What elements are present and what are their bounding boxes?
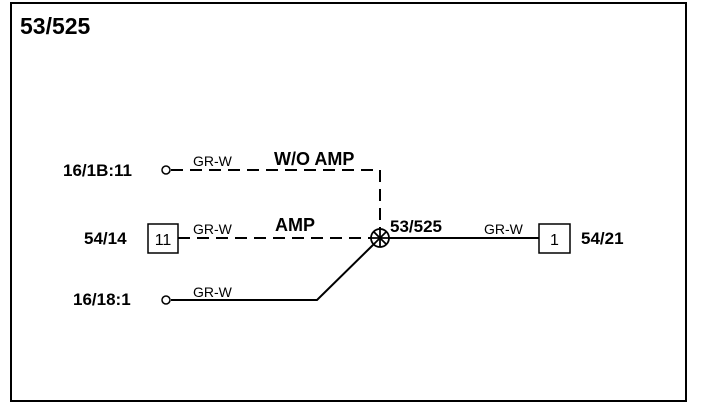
splice-label: 53/525 xyxy=(390,217,442,236)
wire-color-label-middle: GR-W xyxy=(193,221,233,237)
connector-54-21-pin: 1 xyxy=(550,232,559,249)
connector-54-14-pin: 11 xyxy=(155,232,172,249)
splice-icon xyxy=(370,228,390,248)
connector-16-18-1-label: 16/18:1 xyxy=(73,290,131,309)
wire-16-18-1 xyxy=(171,242,376,301)
diagram-title: 53/525 xyxy=(20,13,91,39)
wire-color-label-top: GR-W xyxy=(193,153,233,169)
terminal-16-1b-11 xyxy=(161,165,171,175)
wire-color-label-bottom: GR-W xyxy=(193,284,233,300)
connector-54-21-pin-box xyxy=(538,223,571,254)
terminal-16-18-1 xyxy=(161,295,171,305)
wo-amp-label: W/O AMP xyxy=(274,149,354,169)
diagram-frame xyxy=(10,2,687,402)
connector-16-1b-11-label: 16/1B:11 xyxy=(63,161,132,180)
connector-54-21-label: 54/21 xyxy=(581,229,624,248)
amp-label: AMP xyxy=(275,215,315,235)
wire-wo-amp xyxy=(171,169,381,230)
wire-color-label-right: GR-W xyxy=(484,221,524,237)
connector-54-14-label: 54/14 xyxy=(84,229,127,248)
